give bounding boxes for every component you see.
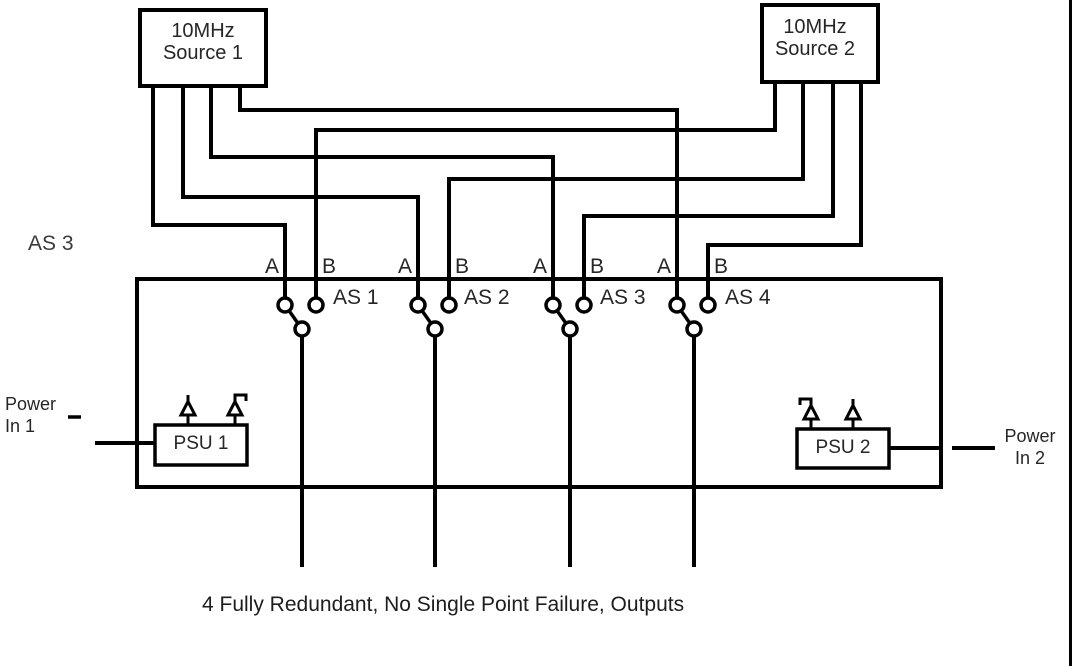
source-1-box [138,8,268,88]
as4-contact-a [668,296,686,314]
source-1-line1: 10MHz [171,20,235,42]
power-in-2-line2: In 2 [1014,448,1046,468]
as3-label: AS 3 [600,286,646,309]
as4-input-b-label: B [714,255,729,278]
as1-input-b-label: B [322,255,337,278]
wire-source2-to-as3-b [582,82,835,305]
as4-label: AS 4 [725,286,771,309]
as3-input-b-label: B [590,255,605,278]
as2-input-b-label: B [455,255,470,278]
as1-contact-b [307,296,325,314]
as1-input-a-label: A [264,255,279,278]
wire-source2-to-as2-b [447,82,805,305]
wire-source1-to-as2-a [181,86,420,305]
chassis-box [135,277,943,489]
source-2-box [760,3,880,84]
side-as3-label: AS 3 [28,232,74,255]
psu2-up-arrow-flag-icon [801,402,821,421]
as3-contact-a [544,296,562,314]
psu1-arrow2-flag-icon [233,393,248,403]
source-2-line2: Source 2 [774,38,856,60]
as1-contact-a [276,296,294,314]
as4-contact-b [699,296,717,314]
source-1-label: 10MHz Source 1 [140,20,266,64]
source-2-line1: 10MHz [783,16,847,38]
power-in-1-label: Power In 1 [5,393,56,437]
source-2-label: 10MHz Source 2 [757,16,873,60]
psu2-arrow-flag-icon [798,397,813,407]
psu-1-label: PSU 1 [173,433,229,454]
as3-pole [561,320,579,338]
as2-input-a-label: A [397,255,412,278]
as4-input-a-label: A [656,255,671,278]
psu2-up-arrow-icon [843,402,863,421]
power-in-2-label: Power In 2 [1000,425,1060,469]
as2-pole [426,320,444,338]
as2-contact-b [440,296,458,314]
as1-label: AS 1 [333,286,379,309]
power-in-1-line2: In 1 [5,416,36,436]
as4-pole [685,320,703,338]
as1-pole [293,320,311,338]
wire-source2-to-as1-b [314,82,777,305]
as3-input-a-label: A [532,255,547,278]
wire-source1-to-as1-a [151,86,287,305]
as2-contact-a [409,296,427,314]
power-in-1-line1: Power [5,394,57,414]
wire-source1-to-as3-a [209,86,555,305]
psu1-up-arrow-icon [178,398,198,417]
power-in-2-line1: Power [1004,426,1056,446]
psu-2-arrows [798,397,863,429]
psu-2-label: PSU 2 [815,437,871,458]
as3-contact-b [575,296,593,314]
source-1-line2: Source 1 [162,42,244,64]
diagram-caption: 4 Fully Redundant, No Single Point Failu… [202,593,685,616]
psu1-up-arrow-flag-icon [225,398,245,417]
as2-label: AS 2 [464,286,510,309]
psu-1-arrows [178,393,248,425]
wire-source2-to-as4-b [706,82,863,305]
wire-source1-to-as4-a [238,86,679,305]
